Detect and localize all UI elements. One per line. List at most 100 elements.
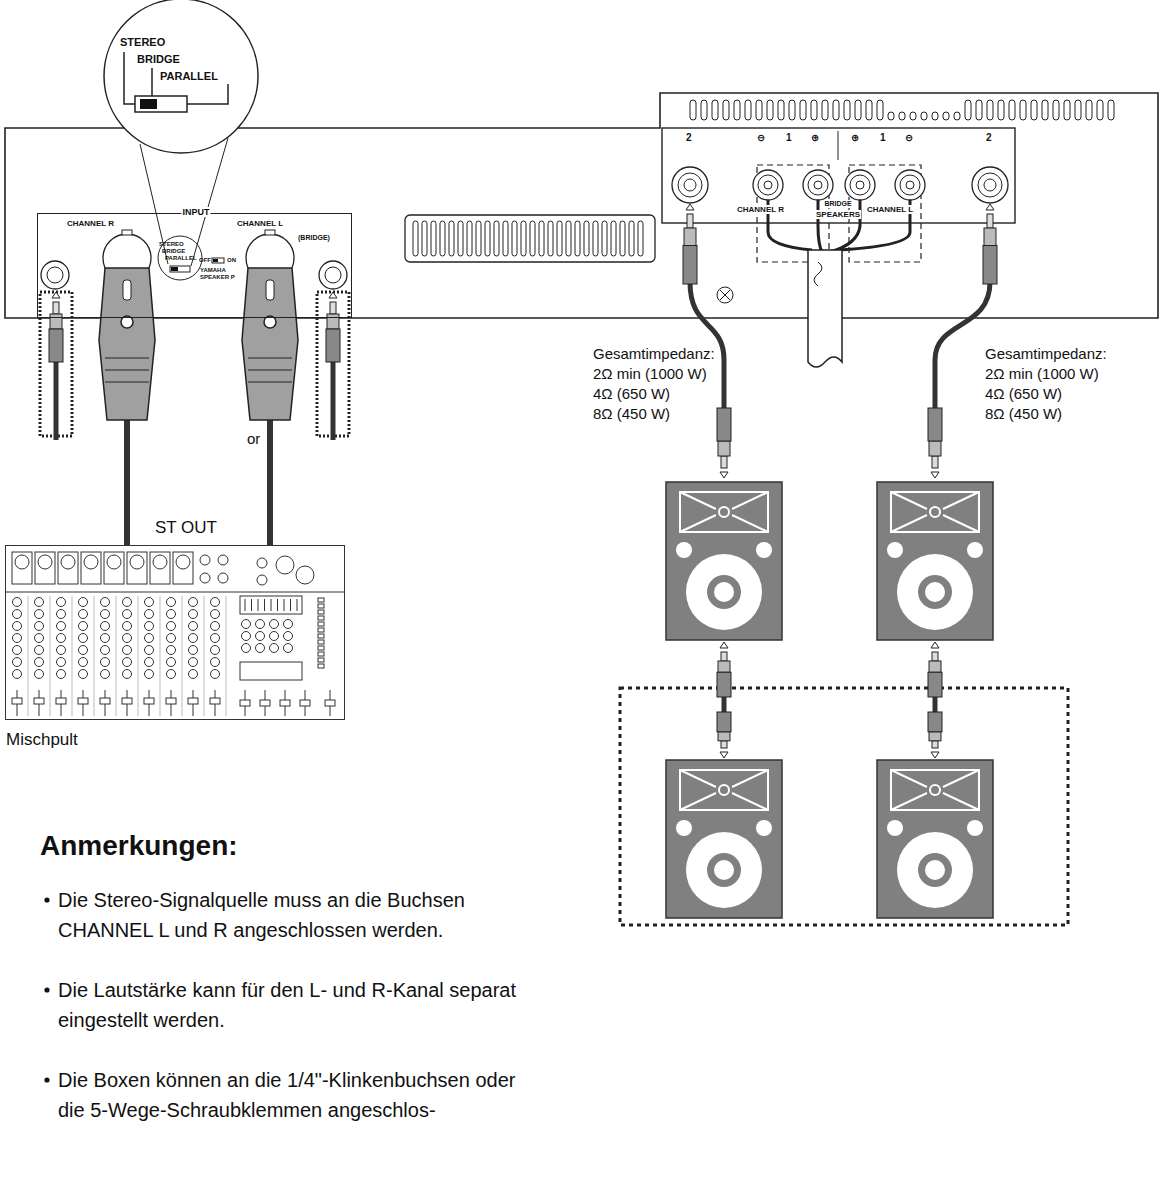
plug-sleeve bbox=[327, 314, 339, 329]
mixer-knob bbox=[242, 620, 251, 629]
eq-slider bbox=[271, 599, 272, 611]
mixer-knob bbox=[13, 670, 22, 679]
vent-slot bbox=[976, 100, 982, 120]
vent-hole bbox=[888, 112, 894, 120]
eq-slider bbox=[258, 599, 259, 611]
vent-slot bbox=[530, 221, 535, 256]
fader-cap bbox=[12, 698, 22, 704]
xlr-slot bbox=[123, 280, 131, 300]
horn bbox=[680, 770, 768, 810]
switch-name: SPEAKER P bbox=[200, 274, 235, 281]
plug-arrow bbox=[720, 752, 728, 758]
speakon-jack-hole bbox=[684, 179, 696, 191]
speaker-cabinet bbox=[877, 482, 993, 640]
mixer-knob bbox=[101, 646, 110, 655]
strip-divider bbox=[72, 596, 73, 716]
mixer-knob bbox=[79, 598, 88, 607]
switch-position: BRIDGE bbox=[137, 53, 180, 66]
mixer-knob bbox=[35, 646, 44, 655]
mixer-knob bbox=[123, 670, 132, 679]
mode-switch-bezel bbox=[158, 236, 202, 280]
port bbox=[756, 820, 772, 836]
switch-position: STEREO bbox=[120, 36, 165, 49]
terminal-number: 1 bbox=[786, 132, 792, 144]
woofer bbox=[897, 554, 973, 630]
input-jack bbox=[15, 555, 29, 569]
mixer-knob bbox=[211, 646, 220, 655]
speakon-jack bbox=[672, 167, 708, 203]
speakon-jack-hole bbox=[984, 179, 996, 191]
vent-slot bbox=[494, 221, 499, 256]
vent-slot bbox=[566, 221, 571, 256]
vent-slot bbox=[1064, 100, 1070, 120]
plug-arrow bbox=[720, 472, 728, 478]
binding-post bbox=[753, 170, 783, 200]
phone-plug bbox=[928, 712, 942, 758]
input-jack bbox=[107, 555, 121, 569]
mixer-knob bbox=[242, 632, 251, 641]
plug-arrow bbox=[931, 752, 939, 758]
plug-sleeve bbox=[929, 732, 941, 741]
mixer-knob bbox=[123, 610, 132, 619]
mixer-knob bbox=[13, 598, 22, 607]
cabinet bbox=[877, 760, 993, 918]
plug-tip bbox=[932, 741, 938, 748]
strip-divider bbox=[160, 596, 161, 716]
mixer-knob bbox=[101, 634, 110, 643]
vent-slot bbox=[987, 100, 993, 120]
plug-arrow bbox=[931, 472, 939, 478]
plug-sleeve bbox=[50, 314, 62, 329]
switch-position: PARALLEL bbox=[160, 70, 218, 83]
binding-post-nut bbox=[808, 175, 828, 195]
mixer-knob bbox=[145, 610, 154, 619]
plug-body bbox=[928, 408, 942, 441]
vent-slot bbox=[449, 221, 454, 256]
plug-sleeve bbox=[984, 228, 996, 246]
mixer-knob bbox=[79, 634, 88, 643]
fader-cap bbox=[100, 698, 110, 704]
woofer bbox=[686, 554, 762, 630]
impedance-spec: 2Ω min (1000 W) bbox=[985, 365, 1099, 382]
mixer-knob bbox=[189, 622, 198, 631]
terminal-polarity: ⊕ bbox=[851, 132, 859, 144]
phone-plug bbox=[326, 292, 340, 362]
fader-cap bbox=[166, 698, 176, 704]
plug-tip bbox=[53, 302, 59, 314]
binding-post-hole bbox=[814, 181, 822, 189]
input-module bbox=[173, 552, 193, 584]
strip-divider bbox=[182, 596, 183, 716]
input-jack bbox=[153, 555, 167, 569]
vent-slot bbox=[767, 100, 773, 120]
vent-slot bbox=[1075, 100, 1081, 120]
woofer-cone bbox=[707, 853, 741, 887]
channel-label: CHANNEL R bbox=[66, 219, 115, 228]
vent-slot bbox=[1097, 100, 1103, 120]
input-module bbox=[35, 552, 55, 584]
plug-arrow bbox=[931, 642, 939, 648]
horn-flare bbox=[891, 492, 979, 532]
bridge-label: BRIDGE bbox=[823, 200, 852, 208]
binding-post-hole bbox=[764, 181, 772, 189]
fader-cap bbox=[56, 698, 66, 704]
note-text: Die Lautstärke kann für den L- und R-Kan… bbox=[58, 975, 538, 1035]
strip-divider bbox=[94, 596, 95, 716]
vent-slot bbox=[539, 221, 544, 256]
mixer-knob bbox=[35, 634, 44, 643]
top-vents bbox=[690, 100, 1114, 120]
phone-jack-hole bbox=[325, 267, 341, 283]
vent-slot bbox=[557, 221, 562, 256]
mixer-xlr bbox=[296, 566, 314, 584]
vent-slot bbox=[723, 100, 729, 120]
cabinet bbox=[666, 482, 782, 640]
horn-flare bbox=[680, 770, 768, 810]
vent-slot bbox=[811, 100, 817, 120]
vent-slot bbox=[855, 100, 861, 120]
vent-slot bbox=[575, 221, 580, 256]
binding-post-nut bbox=[758, 175, 778, 195]
port bbox=[967, 542, 983, 558]
plug-body bbox=[928, 672, 942, 697]
level-meter bbox=[318, 652, 324, 656]
mixer-knob bbox=[57, 598, 66, 607]
eq-slider bbox=[297, 599, 298, 611]
vent-slot bbox=[789, 100, 795, 120]
